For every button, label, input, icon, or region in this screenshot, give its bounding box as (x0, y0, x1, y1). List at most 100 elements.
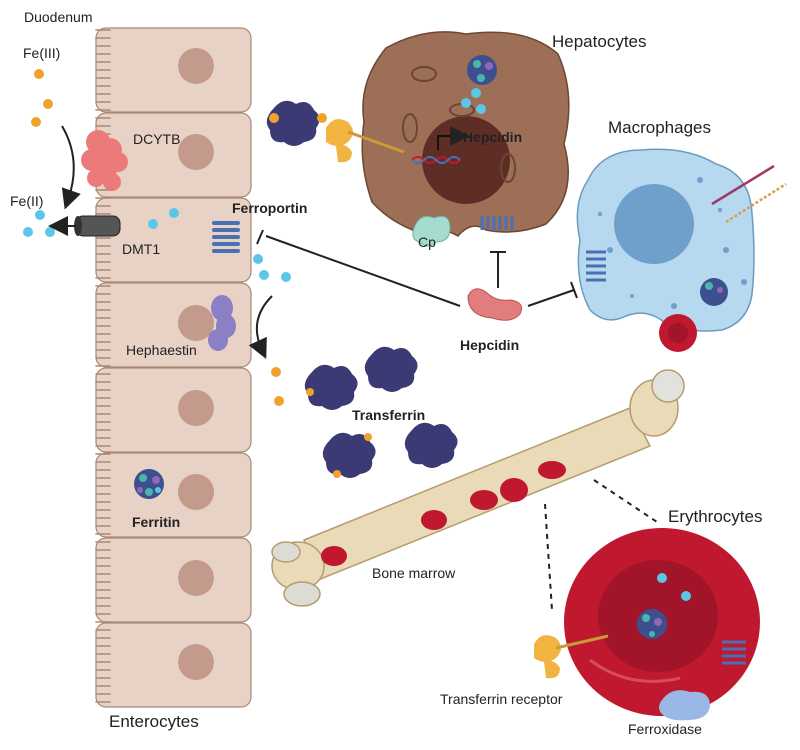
enterocyte-column (74, 27, 252, 708)
ferroportin-label: Ferroportin (232, 200, 308, 216)
fe2-label: Fe(II) (10, 193, 44, 209)
ferroportin-hepatocyte-icon (480, 216, 514, 230)
ferritin-label: Ferritin (132, 514, 181, 530)
fe3-iron-ions (31, 69, 53, 127)
hepcidin-peptide-icon (467, 288, 523, 321)
cp-protein-icon (412, 215, 451, 247)
iron-ion-icon (274, 396, 284, 406)
nucleus (178, 48, 214, 84)
hepatocyte-nucleus (422, 116, 510, 204)
enterocyte-cell (95, 622, 252, 708)
ferroxidase-protein-icon (659, 690, 710, 721)
exported-iron (253, 254, 291, 282)
erythrocyte-cell (564, 528, 760, 716)
hepatocyte-receptor-complex (266, 100, 405, 163)
dashed-pointers (544, 479, 661, 611)
hepcidin-gene-icon (411, 126, 470, 164)
enterocytes-label: Enterocytes (109, 712, 199, 731)
transferrin-protein-icon (304, 364, 358, 410)
bone-end-distal (271, 541, 325, 607)
iron-ion-icon (169, 208, 179, 218)
nucleus (178, 134, 214, 170)
cp-label: Cp (418, 234, 436, 250)
dcytb-label: DCYTB (133, 131, 181, 147)
hepcidin-gene-label: Hepcidin (463, 129, 523, 145)
macrophage-cell (576, 148, 787, 332)
enterocyte-cell (95, 197, 252, 283)
iron-ion-icon (31, 117, 41, 127)
hepatocyte-iron (461, 88, 486, 114)
iron-ion-icon (148, 219, 158, 229)
nucleus (178, 474, 214, 510)
marrow-erythrocytes (321, 461, 566, 566)
transferrin-receptor-label: Transferrin receptor (440, 691, 563, 707)
dcytb-protein-icon (81, 130, 128, 191)
transferrin-protein-icon (364, 346, 418, 392)
enterocyte-cell (95, 27, 252, 113)
transferrin-protein-icon (404, 422, 458, 468)
transferrin-proteins (304, 346, 458, 478)
iron-ion-icon (364, 433, 372, 441)
ferritin-erythrocyte-icon (637, 609, 667, 639)
hephaestin-label: Hephaestin (126, 342, 197, 358)
duodenum-label: Duodenum (24, 9, 93, 25)
ferroportin-macrophage-icon (586, 250, 606, 282)
transferrin-receptor-erythrocyte-icon (534, 634, 609, 679)
hepatocyte-cell (361, 31, 570, 247)
iron-ion-icon (333, 470, 341, 478)
hephaestin-protein-icon (208, 295, 236, 351)
iron-ion-icon (281, 272, 291, 282)
reduction-arrow (61, 125, 81, 210)
nucleus (178, 560, 214, 596)
nucleus (178, 390, 214, 426)
inhibition-arrow-icon (256, 229, 461, 307)
enterocyte-cell (95, 537, 252, 623)
bone-marrow-label: Bone marrow (372, 565, 456, 581)
ferroportin-erythrocyte-icon (722, 640, 746, 665)
erythrocytes-label: Erythrocytes (668, 507, 763, 526)
enterocyte-cells (95, 27, 252, 708)
iron-ion-icon (43, 99, 53, 109)
fe2-iron-ions (23, 210, 55, 237)
hepatocytes-label: Hepatocytes (552, 32, 647, 51)
fe2-in-enterocyte (148, 208, 179, 229)
transferrin-protein-icon (322, 432, 376, 478)
ferroportin-enterocyte-icon (212, 221, 240, 253)
nucleus (178, 644, 214, 680)
iron-ion-icon (34, 69, 44, 79)
iron-ion-icon (306, 388, 314, 396)
ferroxidase-label: Ferroxidase (628, 721, 702, 737)
iron-ion-icon (271, 367, 281, 377)
macrophage-vesicles (598, 177, 747, 309)
bone-icon (271, 369, 685, 607)
transport-arrow (248, 295, 273, 360)
dmt1-channel-icon (74, 215, 121, 237)
dmt1-label: DMT1 (122, 241, 161, 257)
macrophage-nucleus (614, 184, 694, 264)
inhibition-arrow-icon (527, 281, 578, 307)
fe3-near-transferrin (271, 367, 284, 406)
inhibition-arrow-icon (490, 251, 506, 288)
ferritin-macrophage-icon (700, 278, 728, 306)
enterocyte-cell (95, 452, 252, 538)
iron-ion-icon (23, 227, 33, 237)
macrophages-label: Macrophages (608, 118, 712, 137)
iron-ion-icon (259, 270, 269, 280)
fe3-label: Fe(III) (23, 45, 61, 61)
ferritin-enterocyte-icon (134, 469, 164, 499)
iron-ion-icon (253, 254, 263, 264)
ferritin-hepatocyte-icon (467, 55, 497, 85)
bound-iron (306, 388, 372, 478)
bone-end-proximal (629, 369, 685, 437)
nucleus (178, 305, 214, 341)
transferrin-label: Transferrin (352, 407, 426, 423)
transferrin-receptor-icon (326, 119, 353, 163)
inhibition-arrows (256, 229, 578, 307)
red-blood-cell-icon (659, 314, 697, 352)
enterocyte-cell (95, 367, 252, 453)
transferrin-protein-icon (266, 100, 320, 146)
iron-ion-icon (45, 227, 55, 237)
iron-ion-icon (35, 210, 45, 220)
